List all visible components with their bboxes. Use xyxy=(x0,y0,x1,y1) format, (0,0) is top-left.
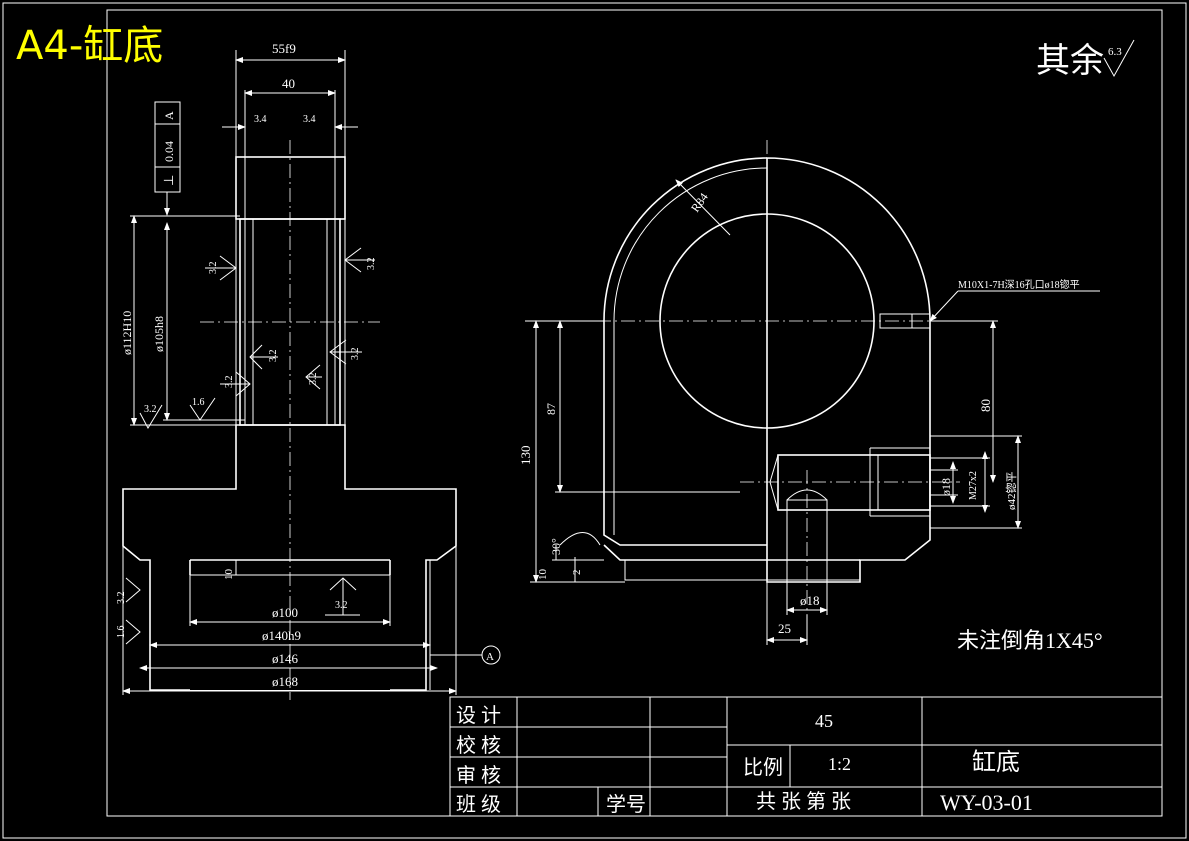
roughness-4: 3.2 xyxy=(350,348,361,361)
right-hatch xyxy=(766,157,931,583)
roughness-5: 3.2 xyxy=(224,376,235,389)
right-view: R84 M10X1-7H深16孔口ø18锪平 130 87 80 10 2 30… xyxy=(518,140,1103,653)
inner-border xyxy=(106,9,1163,817)
dim-bore-outer: ø112H10 xyxy=(120,311,134,355)
left-view: 55f9 40 3.4 3.4 ø112H10 ø105h8 A 0.04 ⊥ … xyxy=(116,41,501,700)
tol-symbol: ⊥ xyxy=(161,175,176,186)
dim-flange-step: 10 xyxy=(223,569,235,581)
roughness-7: 3.2 xyxy=(335,600,348,611)
roughness-11: 1.6 xyxy=(116,626,127,639)
tb-student-no: 学号 xyxy=(606,793,646,816)
dim-h87: 87 xyxy=(544,403,558,415)
chamfer-note: 未注倒角1X45° xyxy=(957,628,1103,653)
roughness-default-symbol xyxy=(1103,39,1135,78)
dim-d100: ø100 xyxy=(272,605,298,620)
tb-check: 校 核 xyxy=(456,734,501,757)
tb-sheets: 共 张 第 张 xyxy=(756,790,851,813)
roughness-note: 其余 xyxy=(1036,42,1104,80)
tb-scale-value: 1:2 xyxy=(828,754,851,774)
roughness-6: 3.2 xyxy=(308,373,319,386)
dim-inner-width: 40 xyxy=(282,76,295,91)
roughness-3: 3.2 xyxy=(268,350,279,363)
tb-review: 审 核 xyxy=(456,764,501,787)
tb-material: 45 xyxy=(815,711,833,731)
dim-d18-bottom: ø18 xyxy=(800,593,820,608)
tb-scale-label: 比例 xyxy=(743,756,783,779)
tol-datum: A xyxy=(162,111,176,120)
roughness-10: 3.2 xyxy=(116,592,127,605)
tb-design: 设 计 xyxy=(456,704,501,727)
dim-radius: R84 xyxy=(688,190,711,214)
dim-w25: 25 xyxy=(778,621,791,636)
tb-class: 班 级 xyxy=(456,793,501,816)
left-hatch-top xyxy=(235,156,346,220)
dim-h130: 130 xyxy=(518,446,533,466)
thread-note: M10X1-7H深16孔口ø18锪平 xyxy=(958,278,1080,291)
dim-h80: 80 xyxy=(978,399,993,412)
tb-drawing-no: WY-03-01 xyxy=(940,790,1033,815)
roughness-9: 3.2 xyxy=(144,404,157,415)
dim-d146: ø146 xyxy=(272,651,299,666)
roughness-1: 3.2 xyxy=(208,262,219,275)
roughness-default: 6.3 xyxy=(1108,46,1122,58)
tb-part-name: 缸底 xyxy=(972,749,1020,776)
title-block: 设 计 校 核 审 核 班 级 学号 45 比例 1:2 缸底 共 张 第 张 … xyxy=(449,696,1163,817)
tol-value: 0.04 xyxy=(162,141,176,162)
dim-d140: ø140h9 xyxy=(262,628,301,643)
dim-d18-hole: ø18 xyxy=(939,478,953,496)
dim-thread-m27: M27x2 xyxy=(968,471,979,500)
dim-h10: 10 xyxy=(537,569,549,581)
dim-h2: 2 xyxy=(571,570,583,576)
dim-d168: ø168 xyxy=(272,674,298,689)
dim-overall-width: 55f9 xyxy=(272,41,296,56)
dim-angle30: 30° xyxy=(549,538,563,555)
dim-d42: ø42锪平 xyxy=(1005,472,1018,511)
datum-a-label: A xyxy=(486,651,494,663)
dim-bore-inner: ø105h8 xyxy=(152,316,166,352)
roughness-2: 3.2 xyxy=(366,258,377,271)
drawing-title: A4-缸底 xyxy=(16,23,163,69)
dim-chamfer-left: 3.4 xyxy=(254,114,267,125)
dim-chamfer-right: 3.4 xyxy=(303,114,316,125)
roughness-8: 1.6 xyxy=(192,397,205,408)
